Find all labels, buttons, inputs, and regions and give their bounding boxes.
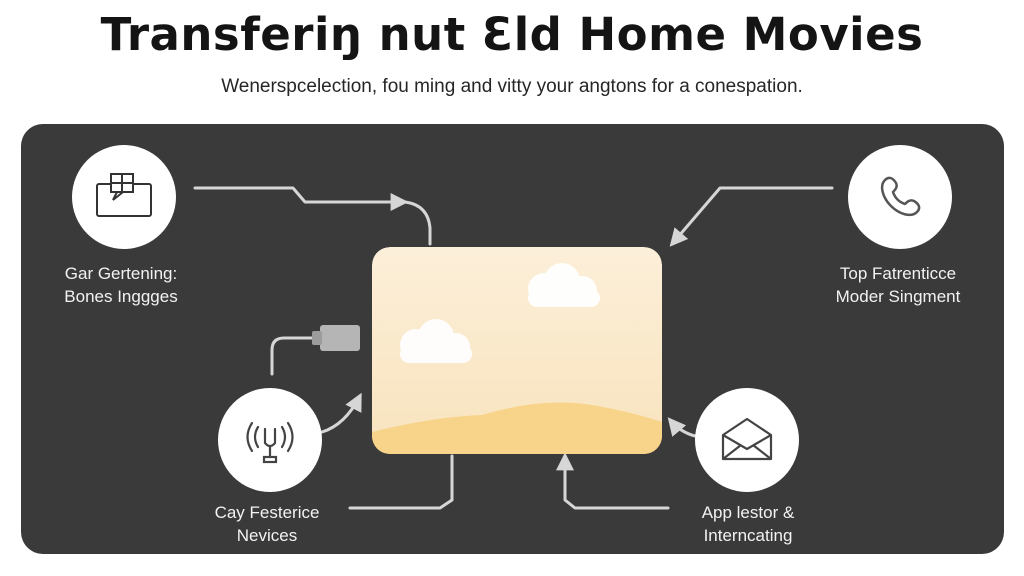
node-bottom-right-line1: App lestor & [701,503,795,522]
node-bottom-right-label: App lestor & Interncating [638,501,858,547]
node-bottom-left-line1: Cay Festerice [214,503,320,522]
node-bottom-left-label: Cay Festerice Nevices [157,501,377,547]
node-bottom-left-line2: Nevices [236,526,298,545]
node-top-right-line2: Moder Singment [835,287,961,306]
diagram-subtitle: Wenerspcelection, fou ming and vitty you… [221,76,803,97]
node-bottom-right [695,388,799,492]
node-top-right-label: Top Fatrenticce Moder Singment [788,262,1008,308]
node-top-right [848,145,952,249]
node-top-left-line1: Gar Gertening: [64,264,178,283]
node-top-right-line1: Top Fatrenticce [839,264,957,283]
microphone-icon [246,421,294,464]
screen-with-clouds-icon [372,247,662,454]
envelope-icon [721,417,773,461]
node-bottom-left [218,388,322,492]
diagram-title: Transferiŋ nut Ɛld Home Movies [100,8,924,61]
phone-icon [880,176,921,217]
node-top-left-line2: Bones Inggges [64,287,178,306]
node-bottom-right-line2: Interncating [703,526,793,545]
node-top-left-label: Gar Gertening: Bones Inggges [11,262,231,308]
center-screen [372,247,662,454]
monitor-chat-icon [96,173,152,217]
node-top-left [72,145,176,249]
